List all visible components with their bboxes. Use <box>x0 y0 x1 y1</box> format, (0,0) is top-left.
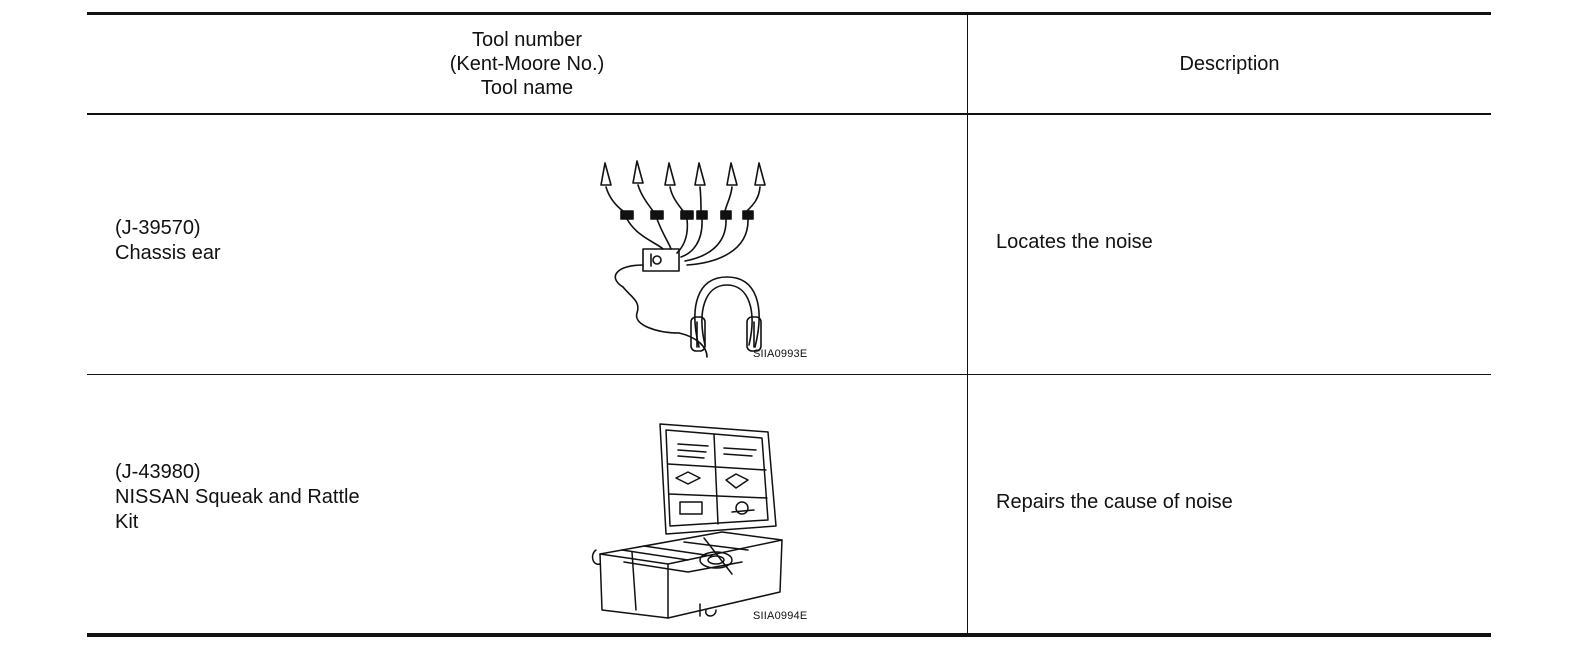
row-divider <box>87 374 1491 375</box>
tool-name-line-2: Kit <box>115 511 139 533</box>
special-tools-table: Tool number (Kent-Moore No.) Tool name D… <box>87 12 1491 638</box>
chassis-ear-headphones-clips-icon <box>600 160 766 358</box>
table-bottom-rule <box>87 633 1491 637</box>
header-tool-column: Tool number (Kent-Moore No.) Tool name <box>87 15 967 113</box>
figure-code-1: SIIA0993E <box>753 348 808 360</box>
tool-number: (J-39570) <box>115 217 201 239</box>
table-row-1-tool: (J-39570) Chassis ear <box>115 216 221 266</box>
header-bottom-rule <box>87 113 1491 115</box>
header-description: Description <box>1179 53 1280 75</box>
figure-code-2: SIIA0994E <box>753 610 808 622</box>
tool-name: Chassis ear <box>115 242 221 264</box>
header-tool-number: Tool number <box>471 29 583 51</box>
tool-description-1: Locates the noise <box>996 231 1153 253</box>
open-toolbox-kit-icon <box>591 423 783 619</box>
table-row-2-tool: (J-43980) NISSAN Squeak and Rattle Kit <box>115 460 360 535</box>
header-tool-name: Tool name <box>480 77 574 99</box>
table-top-rule <box>87 12 1491 15</box>
tool-number: (J-43980) <box>115 461 201 483</box>
header-kent-moore: (Kent-Moore No.) <box>449 53 605 75</box>
tool-name-line-1: NISSAN Squeak and Rattle <box>115 486 360 508</box>
header-description-column: Description <box>968 15 1491 113</box>
column-divider <box>967 14 968 634</box>
tool-description-2: Repairs the cause of noise <box>996 491 1233 513</box>
